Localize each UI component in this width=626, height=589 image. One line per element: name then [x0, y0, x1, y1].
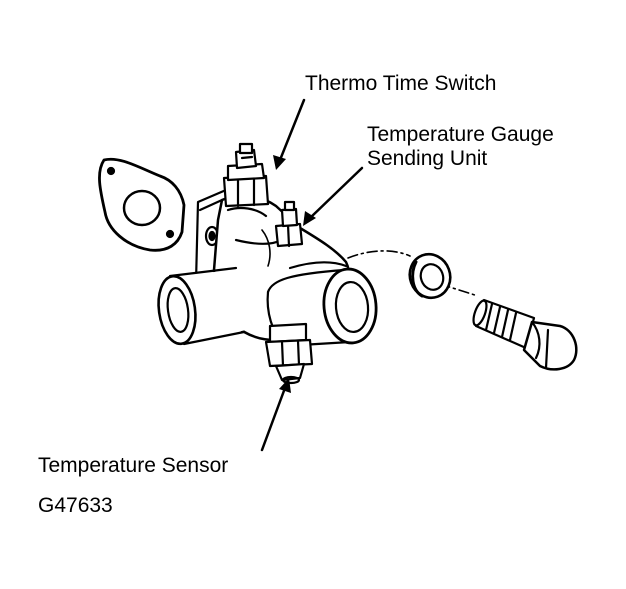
thermo-time-switch [222, 142, 270, 208]
temp-gauge-label-line2: Sending Unit [367, 147, 488, 170]
temperature-sensor-label: Temperature Sensor [38, 454, 229, 477]
left-outlet-pipe [157, 266, 246, 346]
temperature-sensor [264, 322, 314, 385]
temp-gauge-label-line1: Temperature Gauge [367, 123, 554, 146]
figure-id: G47633 [38, 494, 113, 517]
leader-arrows [260, 98, 364, 452]
thermo-time-switch-label: Thermo Time Switch [305, 72, 497, 95]
sealing-washer [408, 252, 452, 300]
temperature-gauge-sending-unit [274, 200, 304, 248]
mounting-bolt [472, 298, 578, 371]
gasket [98, 157, 186, 252]
